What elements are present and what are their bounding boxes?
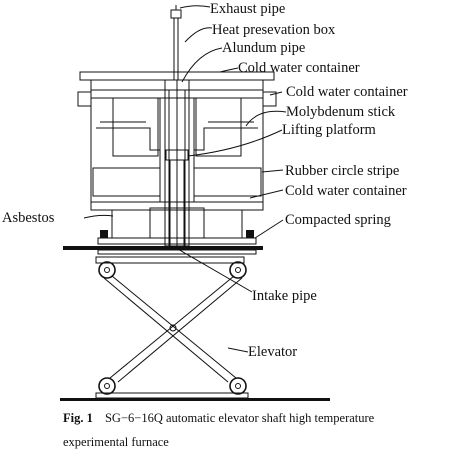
label-alundum-pipe: Alundum pipe	[222, 40, 305, 56]
label-cold-water-3: Cold water container	[285, 183, 407, 199]
leader-lines	[83, 5, 287, 353]
label-rubber-stripe: Rubber circle stripe	[285, 163, 399, 179]
svg-text:Fig. 1 SG−6−16Q automati: Fig. 1 SG−6−16Q automatic elevator shaft…	[63, 411, 375, 425]
exhaust-pipe	[170, 5, 182, 80]
furnace-body	[77, 89, 277, 203]
caption-line-1: SG−6−16Q automatic elevator shaft high t…	[105, 411, 375, 425]
alundum-pipe	[164, 79, 190, 247]
label-intake-pipe: Intake pipe	[252, 288, 317, 304]
label-lifting-platform: Lifting platform	[282, 122, 377, 138]
label-elevator: Elevator	[248, 344, 297, 360]
caption-fig-number: Fig. 1	[63, 411, 93, 425]
elevator-plate	[63, 246, 263, 255]
figure-caption: Fig. 1 SG−6−16Q automatic elevator shaft…	[63, 411, 375, 449]
labels: Exhaust pipe Heat presevation box Alundu…	[2, 1, 408, 360]
furnace-base	[90, 201, 264, 250]
label-molybdenum: Molybdenum stick	[286, 104, 396, 120]
label-exhaust-pipe: Exhaust pipe	[210, 1, 285, 17]
label-spring: Compacted spring	[285, 212, 391, 228]
scissor-elevator	[60, 256, 330, 401]
label-heat-box: Heat presevation box	[212, 22, 336, 38]
label-cold-water-2: Cold water container	[286, 84, 408, 100]
caption-line-2: experimental furnace	[63, 435, 169, 449]
label-asbestos: Asbestos	[2, 210, 55, 226]
label-cold-water-1: Cold water container	[238, 60, 360, 76]
